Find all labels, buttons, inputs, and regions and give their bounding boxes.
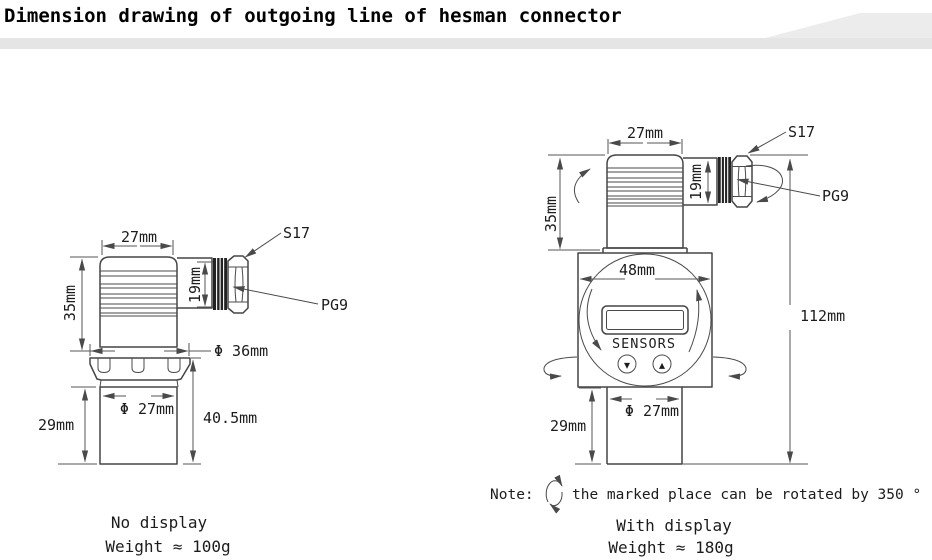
left-pg9-leader xyxy=(232,286,319,305)
left-lower-cylinder xyxy=(99,386,178,465)
left-dim-405mm-group xyxy=(183,357,201,465)
right-dim-35mm-group xyxy=(548,154,605,251)
left-dim-lower-height: 40.5mm xyxy=(203,409,257,427)
left-figure: 27mm 19mm 35mm Φ 36mm xyxy=(38,224,348,556)
right-lower-cylinder xyxy=(606,387,683,465)
left-body-extension xyxy=(177,257,213,309)
right-dim-cylinder-height: 29mm xyxy=(550,417,586,435)
left-caption-display: No display xyxy=(111,513,208,532)
right-figure: SENSORS ▼ ▲ xyxy=(542,123,849,557)
up-arrow-icon: ▲ xyxy=(659,361,665,372)
housing-rotation-arrow-left xyxy=(543,356,578,380)
right-caption-display: With display xyxy=(616,516,732,535)
left-label-cable-gland: PG9 xyxy=(321,296,348,314)
down-arrow-icon: ▼ xyxy=(624,361,630,372)
right-dim-overall-height: 112mm xyxy=(800,307,845,325)
right-dim-body-height: 35mm xyxy=(542,196,560,232)
page-title: Dimension drawing of outgoing line of he… xyxy=(4,5,622,27)
right-lcd-window xyxy=(601,305,689,335)
right-dim-29mm-group xyxy=(575,387,601,465)
left-gland-thread xyxy=(213,258,227,310)
left-dim-27mm-group xyxy=(101,240,174,255)
right-dim-connector-height: 19mm xyxy=(687,164,705,200)
left-dim-36mm-group xyxy=(89,343,211,356)
note-text: the marked place can be rotated by 350 ° xyxy=(572,487,921,503)
left-connector-body xyxy=(99,256,213,348)
note-row: Note: the marked place can be rotated by… xyxy=(490,474,921,514)
left-caption-weight: Weight ≈ 100g xyxy=(105,537,230,556)
left-dim-19mm-group xyxy=(197,261,213,308)
right-dim-27mm-group xyxy=(607,139,683,154)
note-prefix: Note: xyxy=(490,487,534,503)
right-body-ridges xyxy=(607,167,683,207)
right-display-housing xyxy=(577,252,713,388)
right-display-brand: SENSORS xyxy=(612,336,676,352)
left-dim-cylinder-height: 29mm xyxy=(38,416,74,434)
right-s17-leader xyxy=(747,131,787,154)
rotation-symbol-icon xyxy=(545,474,563,514)
right-button-up: ▲ xyxy=(652,354,672,374)
left-dim-connector-height: 19mm xyxy=(186,267,204,303)
left-hex-flange xyxy=(89,357,191,388)
right-connector-body xyxy=(602,154,718,253)
header-bar xyxy=(0,38,932,49)
right-display-face xyxy=(578,253,712,387)
housing-rotation-arrow-right xyxy=(712,356,747,380)
left-dim-flange-diameter: Φ 36mm xyxy=(214,342,268,360)
left-dim-top-width: 27mm xyxy=(121,228,157,246)
face-rotation-arc-right xyxy=(688,289,703,353)
left-label-hex-nut: S17 xyxy=(283,224,310,242)
right-dim-top-width: 27mm xyxy=(627,124,663,142)
right-pg9-leader xyxy=(736,178,821,197)
right-gland-thread xyxy=(718,157,731,203)
left-s17-leader xyxy=(244,232,282,258)
left-dim-cylinder-diameter: Φ 27mm xyxy=(120,400,174,418)
right-body-extension xyxy=(683,157,718,206)
right-dim-112mm-group xyxy=(682,154,808,465)
right-caption-weight: Weight ≈ 180g xyxy=(608,538,733,557)
left-hex-nut xyxy=(227,255,249,314)
left-dim-body-height: 35mm xyxy=(61,285,79,321)
right-label-hex-nut: S17 xyxy=(788,123,815,141)
connector-rotation-arrow xyxy=(573,168,591,204)
right-dim-cylinder-diameter: Φ 27mm xyxy=(625,402,679,420)
gland-rotation-arc xyxy=(745,164,783,203)
face-rotation-arc-left xyxy=(586,288,602,351)
right-dim-face-width: 48mm xyxy=(619,261,655,279)
left-dim-29mm-group xyxy=(58,386,97,465)
right-button-down: ▼ xyxy=(617,354,637,374)
right-label-cable-gland: PG9 xyxy=(822,187,849,205)
left-body-ridges xyxy=(100,270,177,317)
right-body-pedestal xyxy=(602,247,688,253)
